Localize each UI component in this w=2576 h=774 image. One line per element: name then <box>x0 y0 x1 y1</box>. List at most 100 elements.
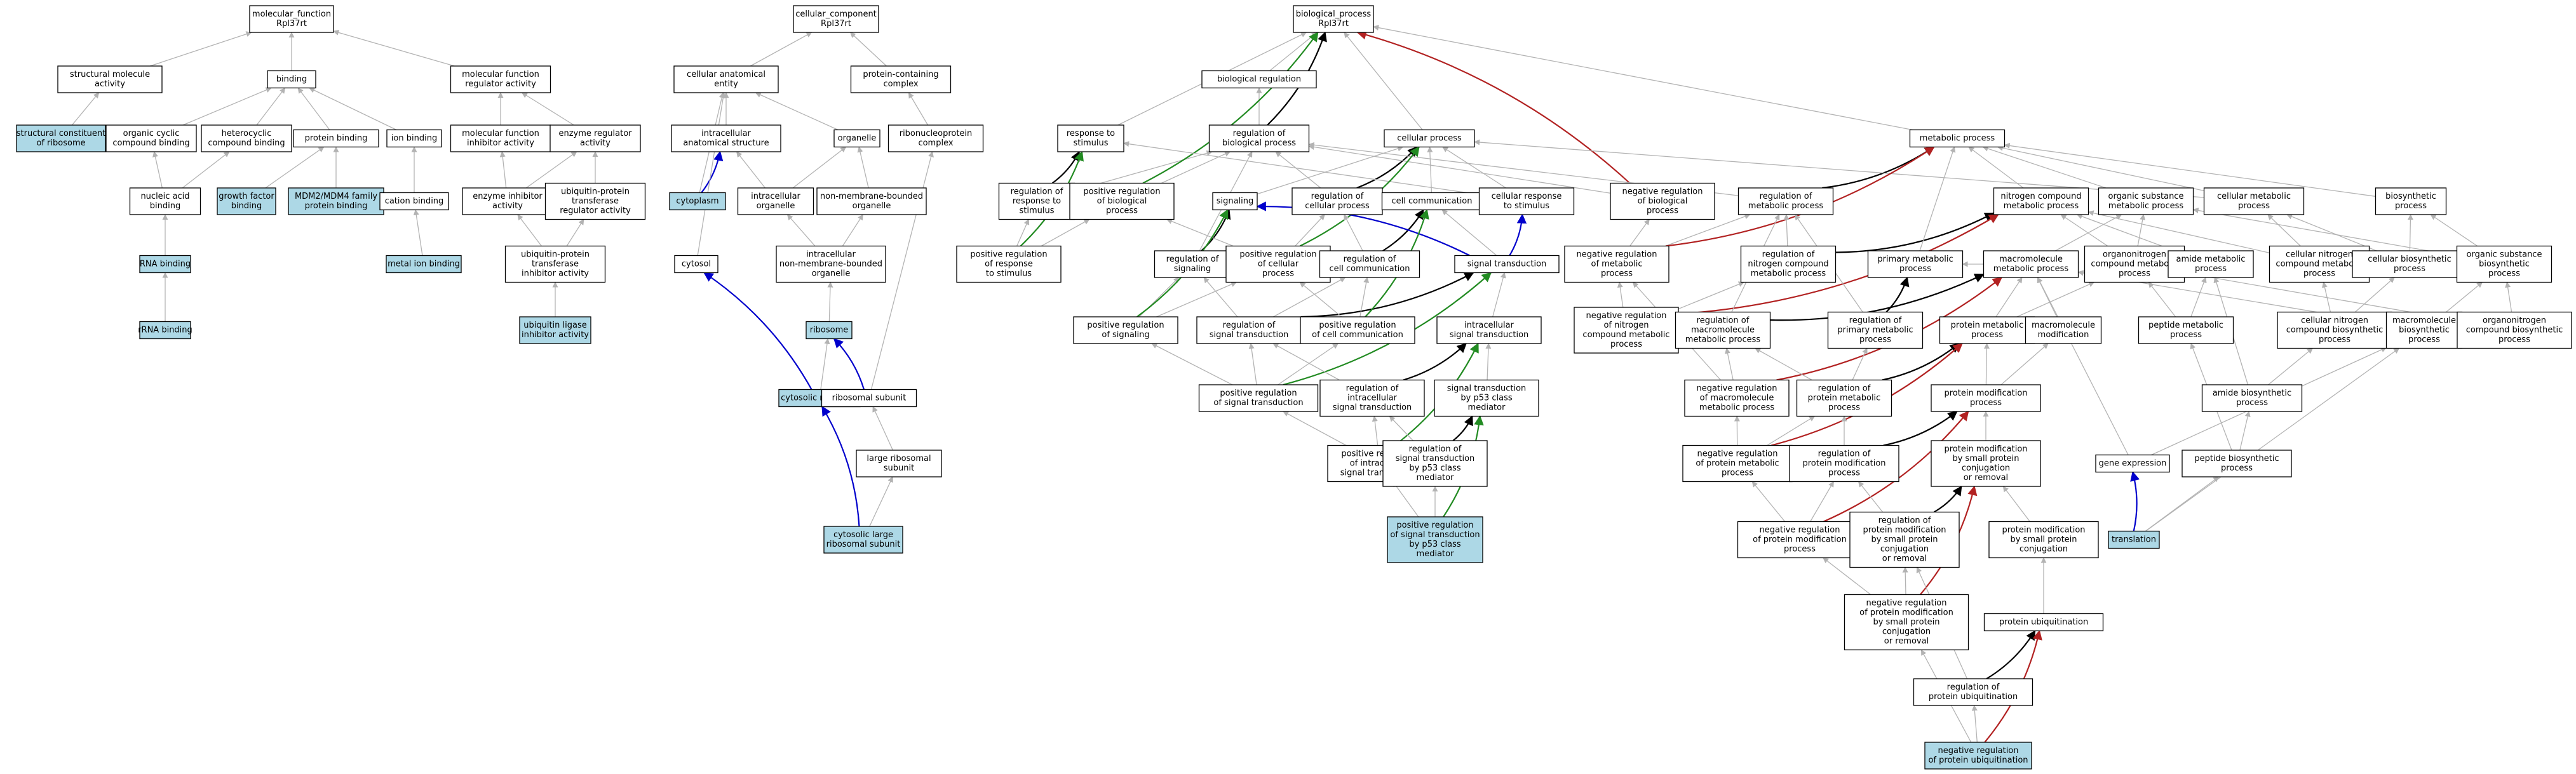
node-label-line: complex <box>918 138 953 148</box>
node-box <box>139 255 191 274</box>
go-term-node: binding <box>267 70 316 89</box>
is-a-edge <box>1665 213 1751 247</box>
is-a-edge <box>521 92 574 126</box>
is-a-edge <box>309 87 397 131</box>
node-label-line: protein modification <box>1944 444 2027 454</box>
node-label-line: process <box>2488 269 2520 279</box>
is-a-edge <box>2137 214 2146 246</box>
node-label-line: entity <box>714 79 738 89</box>
node-label-line: of cell communication <box>1312 330 1403 340</box>
is-a-edge <box>1203 277 1238 317</box>
node-label-line: or removal <box>1884 637 1929 646</box>
node-label-line: negative regulation <box>1697 450 1777 459</box>
node-label-line: primary metabolic <box>1877 255 1953 264</box>
is-a-edge <box>1308 144 1611 194</box>
node-label-line: intracellular <box>751 192 800 201</box>
is-a-edge <box>872 406 894 451</box>
is-a-edge <box>265 146 325 189</box>
node-label-line: cellular biosynthetic <box>2368 255 2451 264</box>
node-label-line: of signal transduction <box>1213 398 1303 408</box>
node-label-line: transferase <box>572 197 619 206</box>
node-label-line: organelle <box>838 134 877 143</box>
is-a-edge <box>150 31 252 67</box>
node-box <box>519 316 591 344</box>
node-label-line: or removal <box>1964 473 2008 483</box>
node-box <box>2084 245 2185 283</box>
node-box <box>956 245 1062 283</box>
node-label-line: compound binding <box>112 138 189 148</box>
go-term-node: cellular process <box>1384 129 1475 148</box>
node-label-line: signaling <box>1174 264 1211 274</box>
node-label-line: enzyme regulator <box>558 129 632 138</box>
node-label-line: amide metabolic <box>2176 255 2246 264</box>
node-box <box>850 65 952 93</box>
node-box <box>1993 187 2089 215</box>
node-box <box>793 5 879 33</box>
node-label-line: inhibitor activity <box>522 269 589 279</box>
node-box <box>1939 316 2035 344</box>
node-box <box>129 187 201 215</box>
node-label-line: molecular function <box>462 129 539 138</box>
is-a-edge <box>1372 415 1379 446</box>
node-label-line: protein ubiquitination <box>1929 692 2018 702</box>
node-label-line: organonitrogen <box>2103 250 2166 260</box>
part-of-edge <box>1452 415 1473 441</box>
is-a-edge <box>1272 343 1340 381</box>
is-a-edge <box>2192 208 2457 257</box>
node-label-line: of biological <box>1097 197 1147 206</box>
node-box <box>1675 311 1771 349</box>
node-label-line: organic cyclic <box>123 129 180 138</box>
is-a-edge <box>256 87 286 126</box>
node-label-line: regulation of <box>1878 516 1931 526</box>
node-label-line: nitrogen compound <box>1748 260 1828 269</box>
node-box <box>1319 250 1420 278</box>
is-a-edge <box>1810 481 1834 522</box>
node-box <box>1381 192 1483 211</box>
node-label-line: structural molecule <box>70 70 150 79</box>
node-label-line: of macromolecule <box>1700 394 1774 403</box>
is-a-edge <box>1783 214 1790 246</box>
node-label-line: by p53 class <box>1460 394 1513 403</box>
go-term-node: signal transduction <box>1454 255 1560 274</box>
regulates-edge <box>703 272 813 390</box>
node-box <box>386 129 442 148</box>
go-term-node: translation <box>2108 530 2160 549</box>
node-label-line: positive regulation <box>1087 321 1164 330</box>
is-a-edge <box>820 338 830 390</box>
node-label-line: RNA binding <box>140 260 191 269</box>
is-a-edge <box>1373 25 1913 131</box>
node-label-line: Rpl37rt <box>276 19 307 29</box>
node-box <box>57 65 163 93</box>
is-a-edge <box>736 151 765 189</box>
node-label-line: conjugation <box>1882 627 1931 637</box>
node-box <box>288 187 384 215</box>
node-box <box>1387 516 1483 563</box>
node-label-line: gene expression <box>2099 459 2167 469</box>
node-label-line: compound biosynthetic <box>2466 326 2563 335</box>
node-box <box>16 124 106 152</box>
node-box <box>2025 316 2102 344</box>
node-label-line: metabolic process <box>1993 264 2069 274</box>
node-label-line: peptide biosynthetic <box>2194 454 2279 464</box>
node-box <box>2352 250 2467 278</box>
node-box <box>1684 379 1790 417</box>
is-a-edge <box>2239 411 2251 451</box>
go-term-node: biological regulation <box>1201 70 1317 89</box>
is-a-edge <box>413 209 423 256</box>
node-box <box>1073 316 1178 344</box>
go-term-node: protein binding <box>293 129 379 148</box>
node-label-line: intracellular <box>1347 394 1397 403</box>
